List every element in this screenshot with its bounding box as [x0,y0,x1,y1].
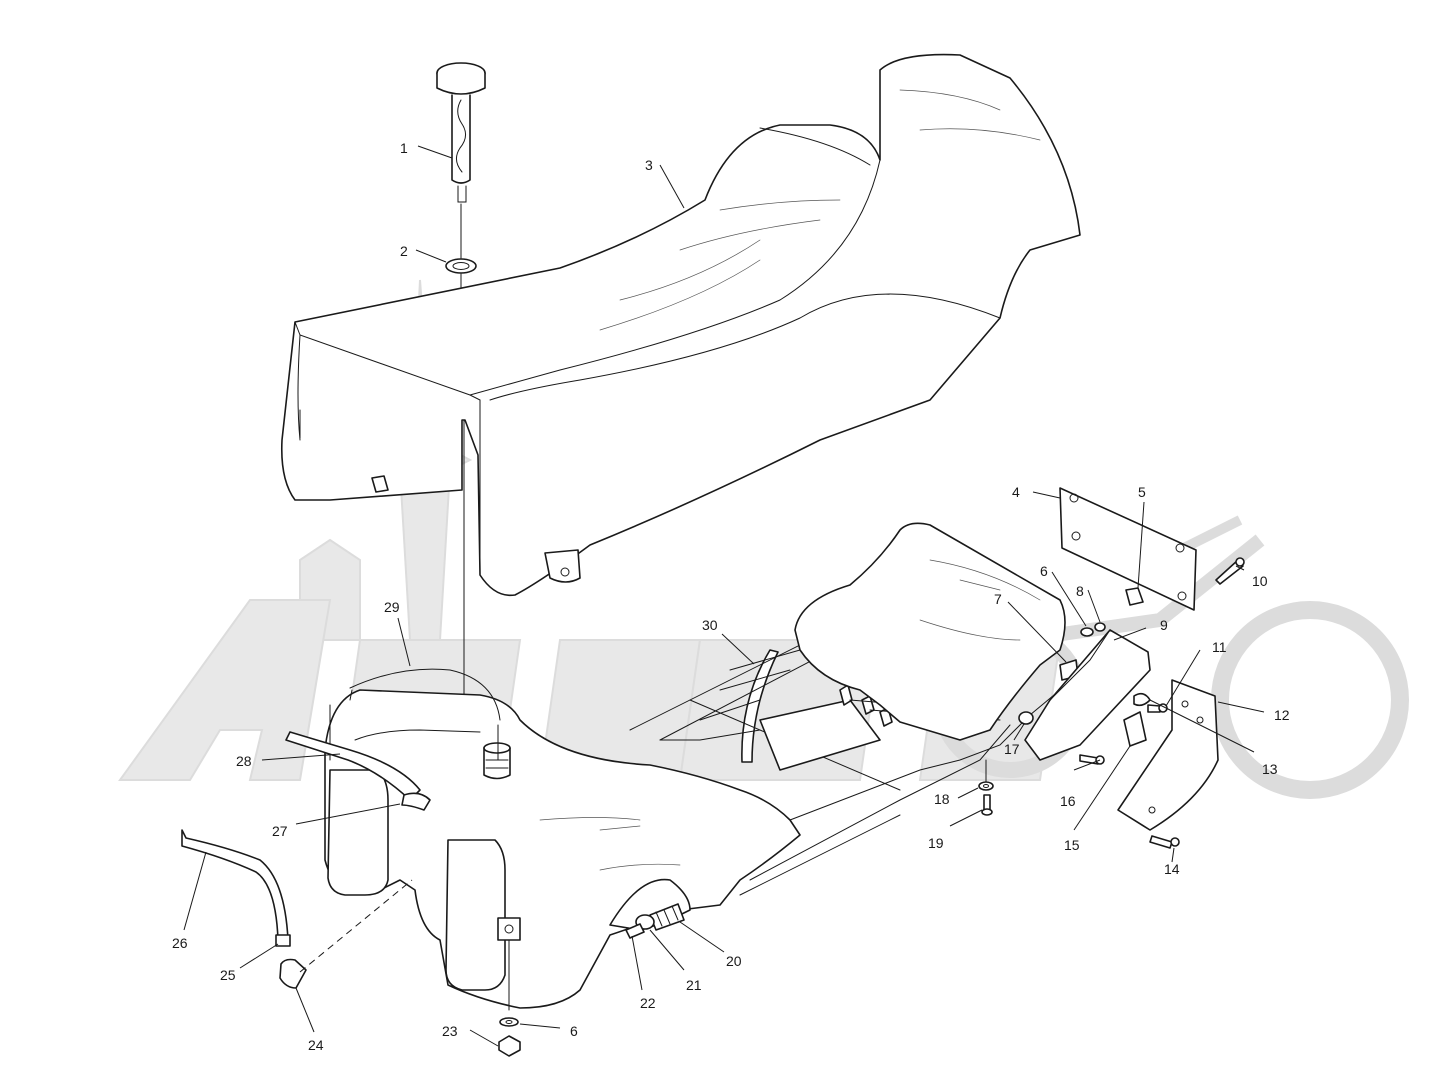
callout-2: 2 [400,243,408,259]
callout-29: 29 [384,599,400,615]
callout-26: 26 [172,935,188,951]
callout-22: 22 [640,995,656,1011]
vent-hose-part [741,649,779,763]
callout-1: 1 [400,140,408,156]
callout-27: 27 [272,823,288,839]
callout-30: 30 [702,617,718,633]
bolt-19-part [981,794,993,816]
screw-14-part [1149,835,1180,849]
callout-6-lower: 6 [570,1023,578,1039]
tank-mount-part [497,917,521,1057]
callout-13: 13 [1262,761,1278,777]
callout-6-upper: 6 [1040,563,1048,579]
callout-15: 15 [1064,837,1080,853]
callout-25: 25 [220,967,236,983]
petcock-part [625,903,685,939]
screw-11-part [1147,703,1168,713]
callout-3: 3 [645,157,653,173]
screw-16-part [1079,754,1105,765]
seat-part [280,53,1081,597]
washer-18-part [978,781,994,791]
callout-9: 9 [1160,617,1168,633]
gas-cap-part [436,62,486,203]
plate-light-part [1125,587,1144,606]
callout-11: 11 [1212,639,1227,655]
callout-7: 7 [994,591,1002,607]
side-bracket-part [1117,679,1219,831]
callout-12: 12 [1274,707,1290,723]
callout-14: 14 [1164,861,1180,877]
fuel-tank-part [324,668,801,1009]
rear-fender-part [794,522,1066,741]
nut-part [1080,622,1106,637]
callout-labels: 1 2 3 4 5 6 7 8 9 10 11 12 13 14 15 16 1… [172,140,1290,1053]
taillight-housing-part [1024,629,1151,761]
callout-4: 4 [1012,484,1020,500]
callout-17: 17 [1004,741,1020,757]
callout-5: 5 [1138,484,1146,500]
callout-18: 18 [934,791,950,807]
callout-16: 16 [1060,793,1076,809]
leader-lines [183,145,1265,1047]
grommet-17-part [1018,711,1034,725]
fuel-line-part [181,829,307,989]
callout-20: 20 [726,953,742,969]
frame-part [629,619,1061,896]
license-plate-part [1059,487,1197,611]
callout-28: 28 [236,753,252,769]
breather-tube-part [285,731,431,811]
callout-21: 21 [686,977,702,993]
callout-10: 10 [1252,573,1268,589]
callout-8: 8 [1076,583,1084,599]
callout-19: 19 [928,835,944,851]
callout-23: 23 [442,1023,458,1039]
callout-24: 24 [308,1037,324,1053]
